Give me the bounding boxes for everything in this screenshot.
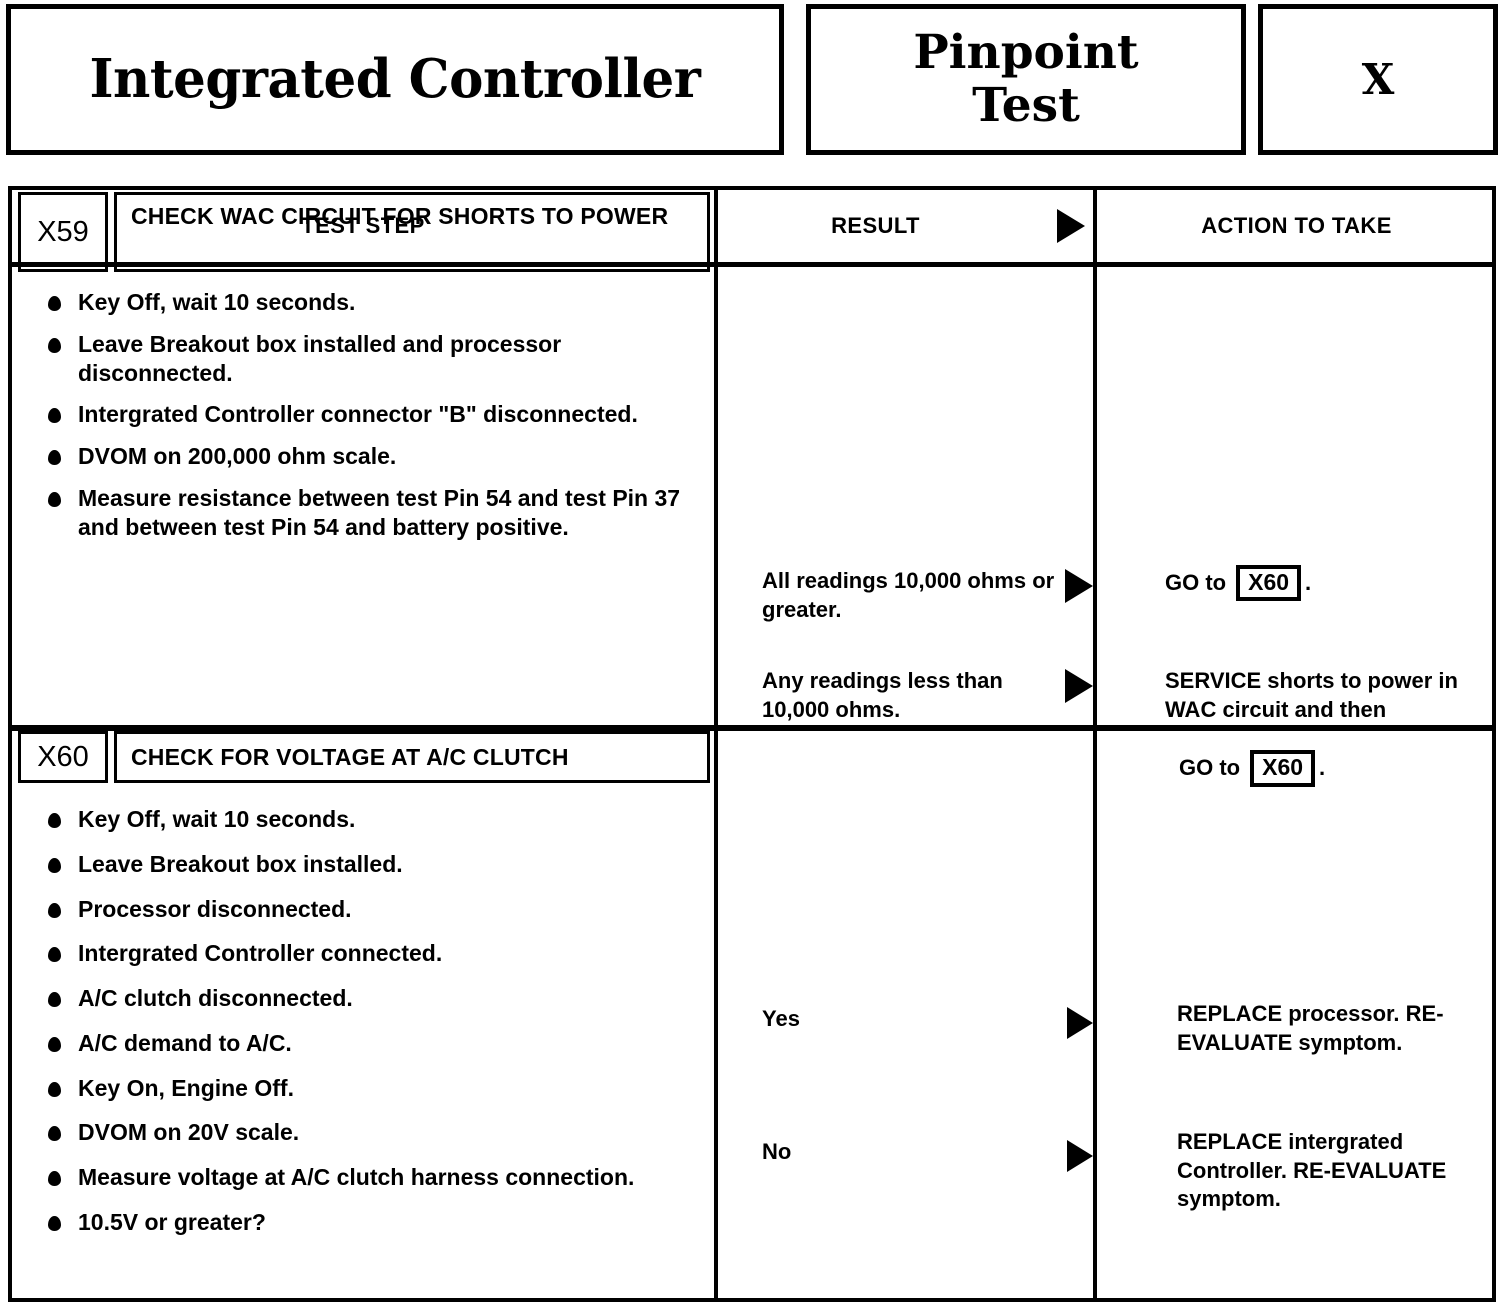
result-x59-2-text: Any readings less than 10,000 ohms. <box>762 668 1003 722</box>
action-x60-2: REPLACE intergrated Controller. RE-EVALU… <box>1177 1129 1447 1212</box>
column-header-action-label: ACTION TO TAKE <box>1201 213 1392 238</box>
step-section-divider <box>12 725 1492 731</box>
pinpoint-test-box: Pinpoint Test <box>806 4 1246 155</box>
result-x60-1: Yes <box>718 1005 1093 1039</box>
step-bullets-x59: Key Off, wait 10 seconds. Leave Breakout… <box>42 288 702 554</box>
pinpoint-line-1: Pinpoint <box>913 24 1139 80</box>
result-x60-2: No <box>718 1138 1093 1172</box>
pinpoint-test-letter: X <box>1361 55 1395 104</box>
list-item: 10.5V or greater? <box>42 1208 702 1237</box>
triangle-right-icon <box>1065 569 1093 603</box>
result-x59-1: All readings 10,000 ohms or greater. <box>718 567 1093 624</box>
list-item: Processor disconnected. <box>42 895 702 924</box>
column-divider-result <box>714 190 718 1298</box>
system-title-box: Integrated Controller <box>6 4 784 155</box>
action-x60-1: REPLACE processor. RE-EVALUATE symptom. <box>1177 1001 1444 1055</box>
pinpoint-test-table: TEST STEP RESULT ACTION TO TAKE X59 CHEC… <box>8 186 1496 1302</box>
step-reference-link[interactable]: X60 <box>1250 750 1316 787</box>
step-code-x59: X59 <box>18 192 108 272</box>
column-header-result-label: RESULT <box>831 213 920 238</box>
list-item: Key Off, wait 10 seconds. <box>42 805 702 834</box>
list-item: Measure voltage at A/C clutch harness co… <box>42 1163 702 1192</box>
action-x59-2: SERVICE shorts to power in WAC circuit a… <box>1097 667 1496 787</box>
step-bullets-x60: Key Off, wait 10 seconds. Leave Breakout… <box>42 805 702 1253</box>
column-header-test-step: TEST STEP <box>12 190 714 262</box>
column-header-action-to-take: ACTION TO TAKE <box>1097 190 1496 262</box>
list-item: Intergrated Controller connected. <box>42 939 702 968</box>
step-reference-link[interactable]: X60 <box>1236 565 1302 602</box>
result-x59-2: Any readings less than 10,000 ohms. <box>718 667 1093 724</box>
pinpoint-test-label: Pinpoint Test <box>913 24 1139 133</box>
list-item: A/C demand to A/C. <box>42 1029 702 1058</box>
header-row-divider <box>12 262 1492 267</box>
goto-label: GO to <box>1179 755 1241 781</box>
page-header: Integrated Controller Pinpoint Test X <box>0 0 1504 168</box>
list-item: Key On, Engine Off. <box>42 1074 702 1103</box>
goto-trailing-punctuation: . <box>1319 755 1326 781</box>
action-x59-1: GO to X60 . <box>1097 565 1496 602</box>
list-item: A/C clutch disconnected. <box>42 984 702 1013</box>
step-title-x59: CHECK WAC CIRCUIT FOR SHORTS TO POWER <box>114 192 710 272</box>
triangle-right-icon <box>1067 1140 1093 1172</box>
goto-label: GO to <box>1165 569 1227 595</box>
list-item: DVOM on 20V scale. <box>42 1118 702 1147</box>
list-item: Key Off, wait 10 seconds. <box>42 288 702 317</box>
result-x60-2-text: No <box>762 1139 792 1164</box>
goto-reference-x59-2: GO to X60 . <box>1165 750 1486 787</box>
goto-trailing-punctuation: . <box>1305 569 1312 595</box>
step-header-x59: X59 CHECK WAC CIRCUIT FOR SHORTS TO POWE… <box>18 192 710 272</box>
goto-reference-x59-1: GO to X60 . <box>1165 565 1486 602</box>
column-divider-action <box>1093 190 1097 1298</box>
list-item: Leave Breakout box installed and process… <box>42 330 702 388</box>
list-item: Leave Breakout box installed. <box>42 850 702 879</box>
triangle-right-icon <box>1067 1007 1093 1039</box>
step-header-x60: X60 CHECK FOR VOLTAGE AT A/C CLUTCH <box>18 731 710 783</box>
step-title-x60: CHECK FOR VOLTAGE AT A/C CLUTCH <box>114 731 710 783</box>
list-item: Measure resistance between test Pin 54 a… <box>42 484 702 542</box>
pinpoint-line-2: Test <box>972 77 1080 133</box>
list-item: Intergrated Controller connector "B" dis… <box>42 400 702 429</box>
triangle-right-icon <box>1057 209 1085 243</box>
triangle-right-icon <box>1065 669 1093 703</box>
system-title: Integrated Controller <box>89 47 701 110</box>
step-code-x60: X60 <box>18 731 108 783</box>
column-header-result: RESULT <box>718 190 1093 262</box>
pinpoint-test-letter-box: X <box>1258 4 1498 155</box>
result-x60-1-text: Yes <box>762 1006 800 1031</box>
action-x59-2-text: SERVICE shorts to power in WAC circuit a… <box>1165 668 1458 722</box>
list-item: DVOM on 200,000 ohm scale. <box>42 442 702 471</box>
column-header-test-step-label: TEST STEP <box>301 213 425 238</box>
result-x59-1-text: All readings 10,000 ohms or greater. <box>762 568 1055 622</box>
